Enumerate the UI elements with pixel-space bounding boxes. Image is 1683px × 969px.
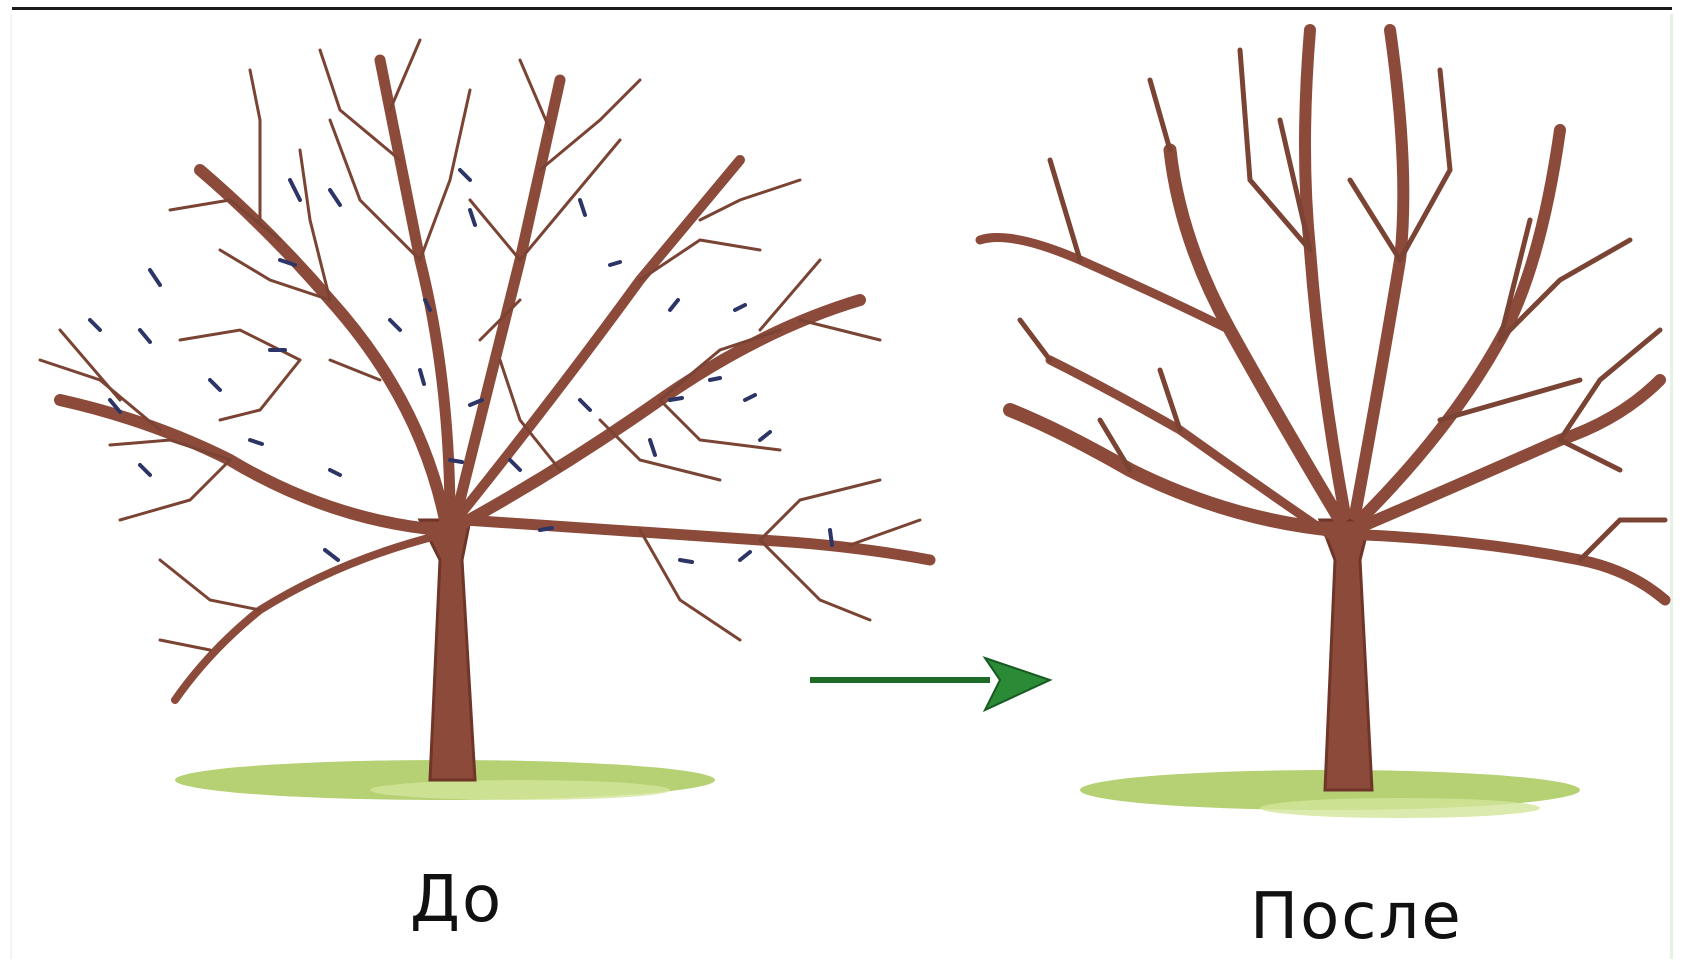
- trunk-after: [1317, 518, 1374, 792]
- trunk-before: [417, 518, 477, 782]
- grass-before-light: [370, 780, 670, 800]
- cut-marks-before: [88, 168, 834, 564]
- caption-before: До: [410, 863, 504, 937]
- caption-after: После: [1250, 880, 1463, 954]
- grass-after-light: [1260, 798, 1540, 818]
- twigs-after: [1017, 47, 1668, 563]
- top-border-line: [12, 7, 1672, 10]
- main-branches-after: [975, 24, 1671, 606]
- image-frame: [10, 14, 1673, 959]
- twigs-before: [38, 38, 922, 652]
- tree-before: [38, 38, 936, 800]
- arrow-icon: [810, 656, 1053, 713]
- tree-after: [975, 24, 1671, 818]
- main-branches-before: [54, 54, 936, 704]
